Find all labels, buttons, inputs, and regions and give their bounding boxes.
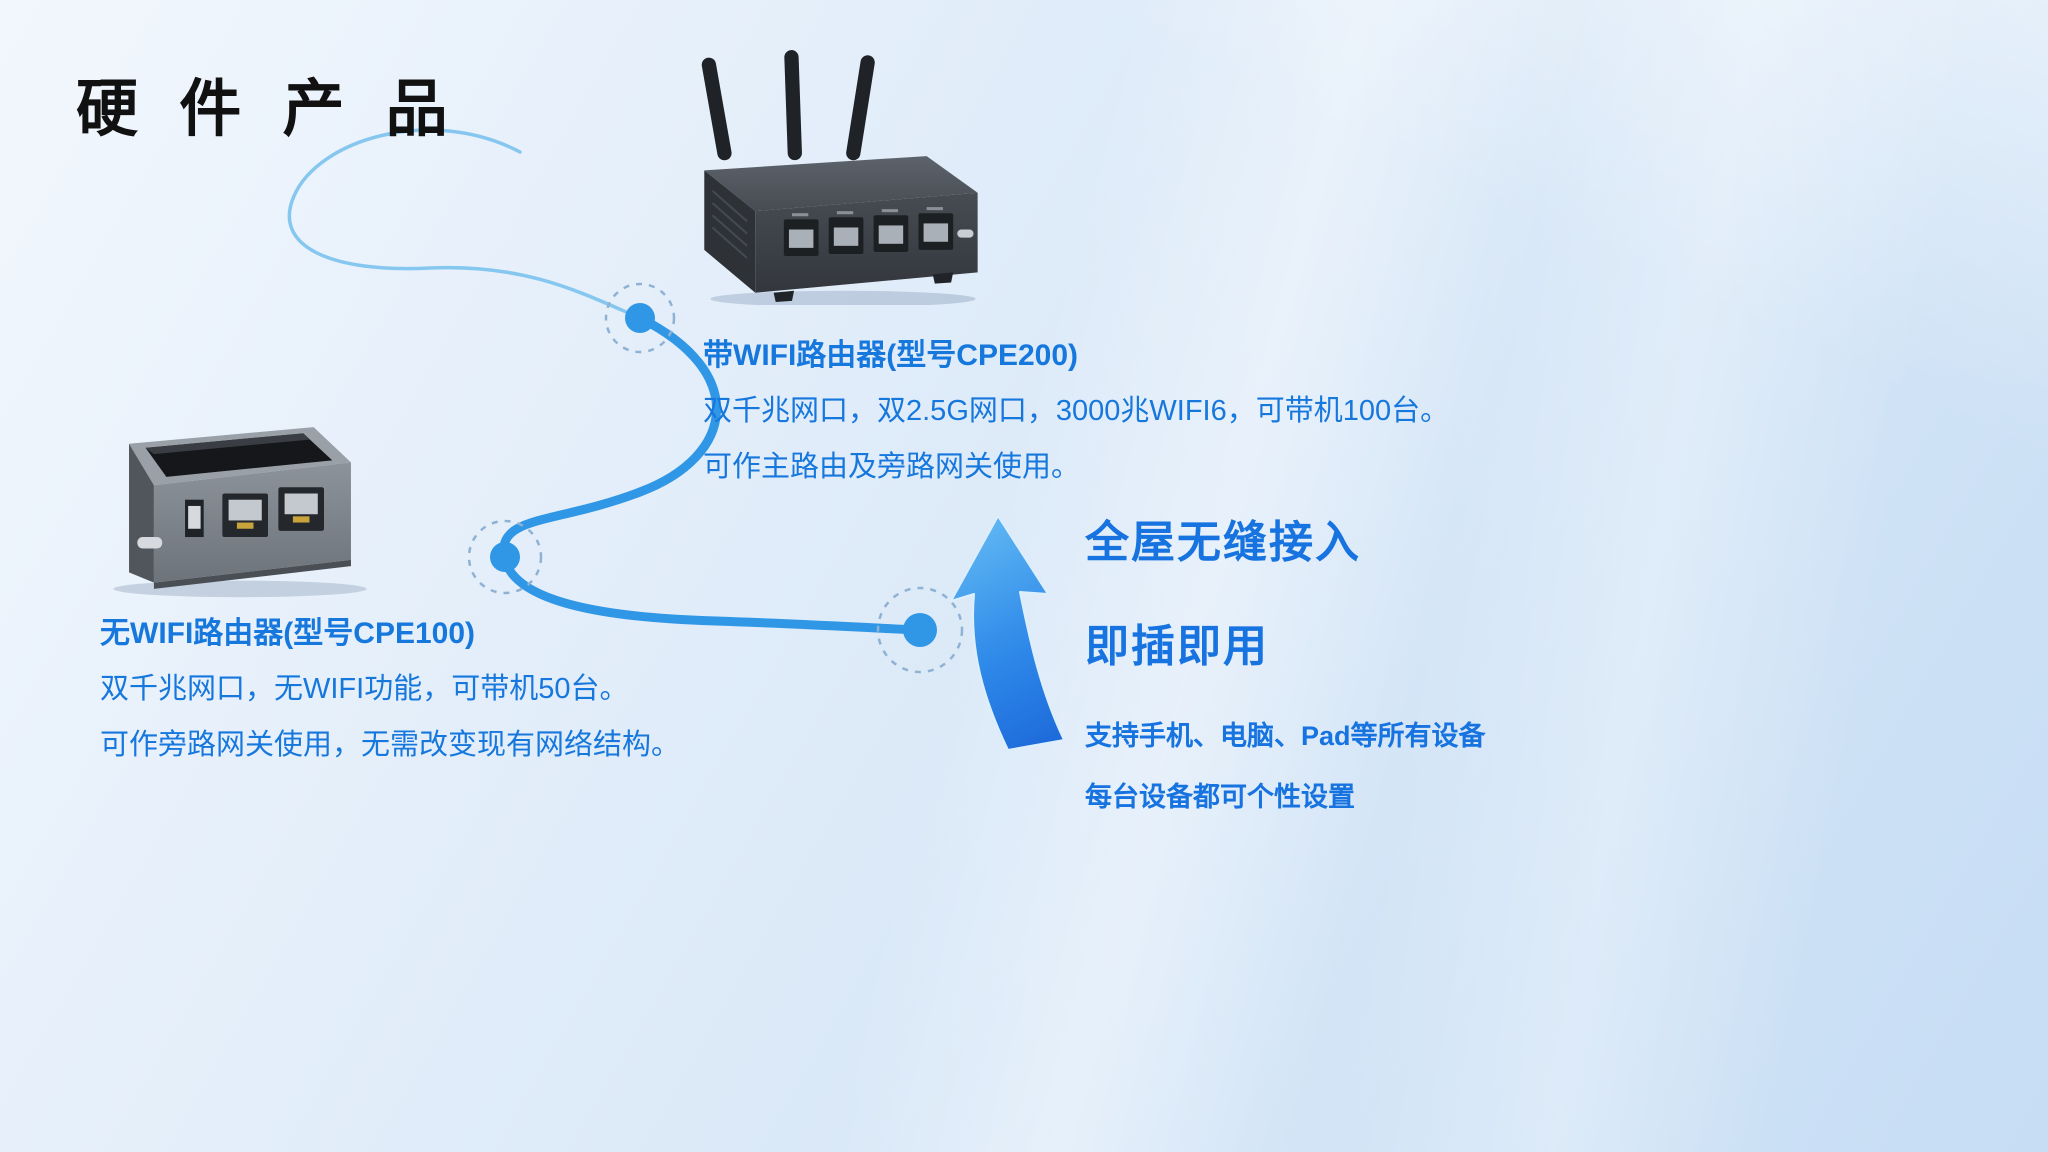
cpe100-desc-2: 可作旁路网关使用，无需改变现有网络结构。 xyxy=(100,729,681,762)
cpe200-desc-2: 可作主路由及旁路网关使用。 xyxy=(703,451,1081,484)
up-arrow-icon xyxy=(950,515,1065,751)
usbc-port xyxy=(137,537,163,549)
connector-dot xyxy=(903,613,937,647)
feature-detail-2: 每台设备都可个性设置 xyxy=(1085,782,1355,812)
connector-dot xyxy=(490,542,520,572)
usbc-port xyxy=(957,229,974,238)
cpe200-name: 带WIFI路由器(型号CPE200) xyxy=(703,339,1079,372)
connector-dot xyxy=(625,303,655,333)
feature-list: 全屋无缝接入 即插即用 支持手机、电脑、Pad等所有设备 每台设备都可个性设置 xyxy=(1085,506,1705,836)
ethernet-ports xyxy=(783,207,954,257)
cpe200-desc-1: 双千兆网口，双2.5G网口，3000兆WIFI6，可带机100台。 xyxy=(703,395,1450,427)
cpe100-photo xyxy=(113,427,367,598)
connector-dot-halo xyxy=(876,586,964,674)
feature-headline-1: 全屋无缝接入 xyxy=(1085,518,1361,567)
cpe200-photo xyxy=(701,50,978,305)
connector-dot-halo xyxy=(467,519,543,595)
feature-detail-1: 支持手机、电脑、Pad等所有设备 xyxy=(1085,721,1486,751)
cpe200-info: 带WIFI路由器(型号CPE200) 双千兆网口，双2.5G网口，3000兆WI… xyxy=(703,330,1463,502)
feature-headline-2: 即插即用 xyxy=(1085,622,1269,671)
cpe100-name: 无WIFI路由器(型号CPE100) xyxy=(100,617,476,650)
connector-tail xyxy=(287,128,635,317)
usb-port xyxy=(185,499,204,538)
antenna-icon xyxy=(701,50,875,161)
cpe100-desc-1: 双千兆网口，无WIFI功能，可带机50台。 xyxy=(100,673,629,705)
connector-dot-halo xyxy=(604,282,676,354)
page-title: 硬 件 产 品 xyxy=(76,75,460,144)
cpe100-info: 无WIFI路由器(型号CPE100) 双千兆网口，无WIFI功能，可带机50台。… xyxy=(100,608,740,780)
ethernet-ports xyxy=(222,487,324,538)
